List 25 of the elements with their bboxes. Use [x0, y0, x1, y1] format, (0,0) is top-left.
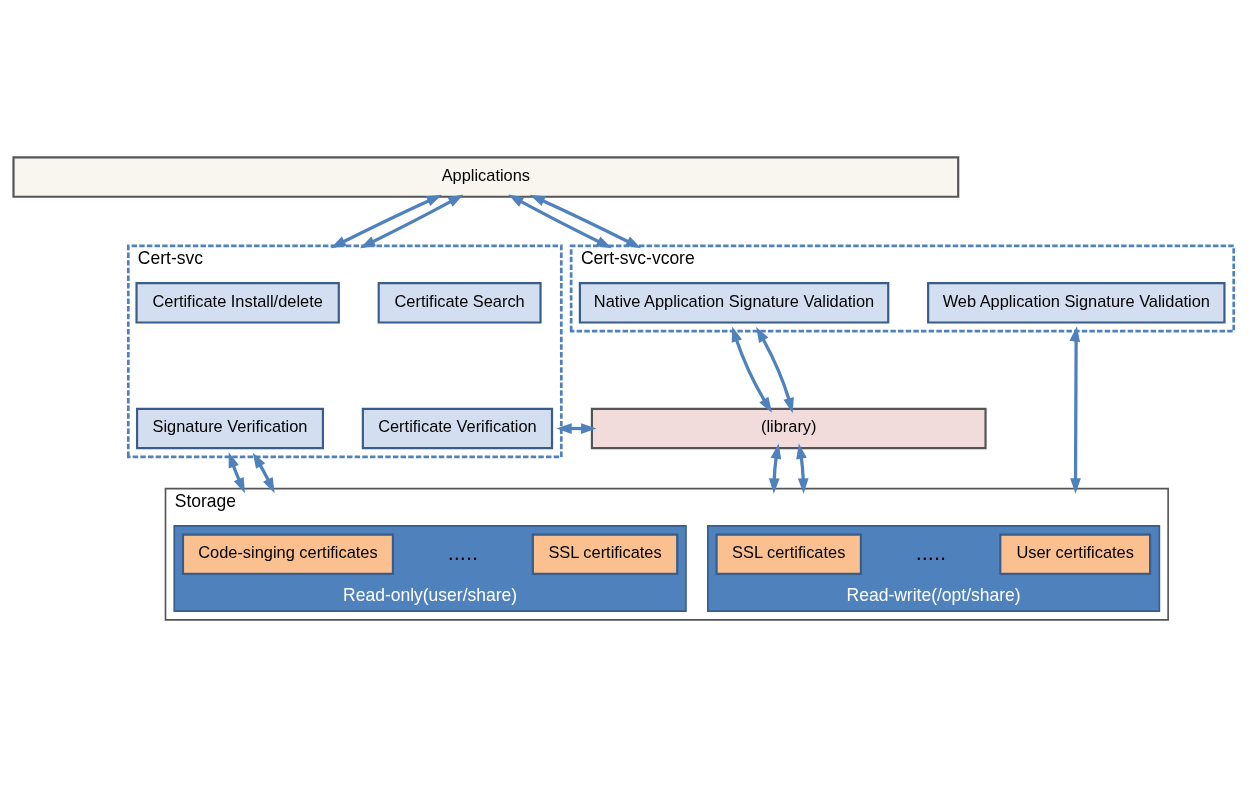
arrow [330, 194, 443, 248]
arrow [731, 326, 772, 413]
node-box: SSL certificates [715, 533, 862, 575]
arrow [529, 194, 642, 248]
node-box: User certificates [999, 533, 1152, 575]
node-box: SSL certificates [531, 533, 679, 575]
arrow [508, 194, 612, 248]
arrow [756, 326, 794, 413]
arrow [768, 443, 782, 494]
node-box: Certificate Install/delete [135, 281, 340, 324]
node-box: Code-singing certificates [181, 533, 394, 575]
arrow [556, 422, 597, 434]
arrow [252, 452, 275, 493]
arrow [1069, 325, 1081, 494]
node-box: Certificate Search [377, 281, 542, 324]
arrow [359, 194, 464, 248]
node-box: Native Application Signature Validation [578, 281, 890, 324]
node-box: Certificate Verification [361, 407, 554, 449]
arrow [796, 443, 809, 494]
node-box: Applications [12, 155, 960, 198]
node-box: Web Application Signature Validation [927, 281, 1226, 324]
node-box: Signature Verification [135, 407, 325, 449]
label: ..... [915, 539, 947, 565]
node-box: (library) [590, 407, 987, 449]
label: ..... [447, 539, 479, 565]
